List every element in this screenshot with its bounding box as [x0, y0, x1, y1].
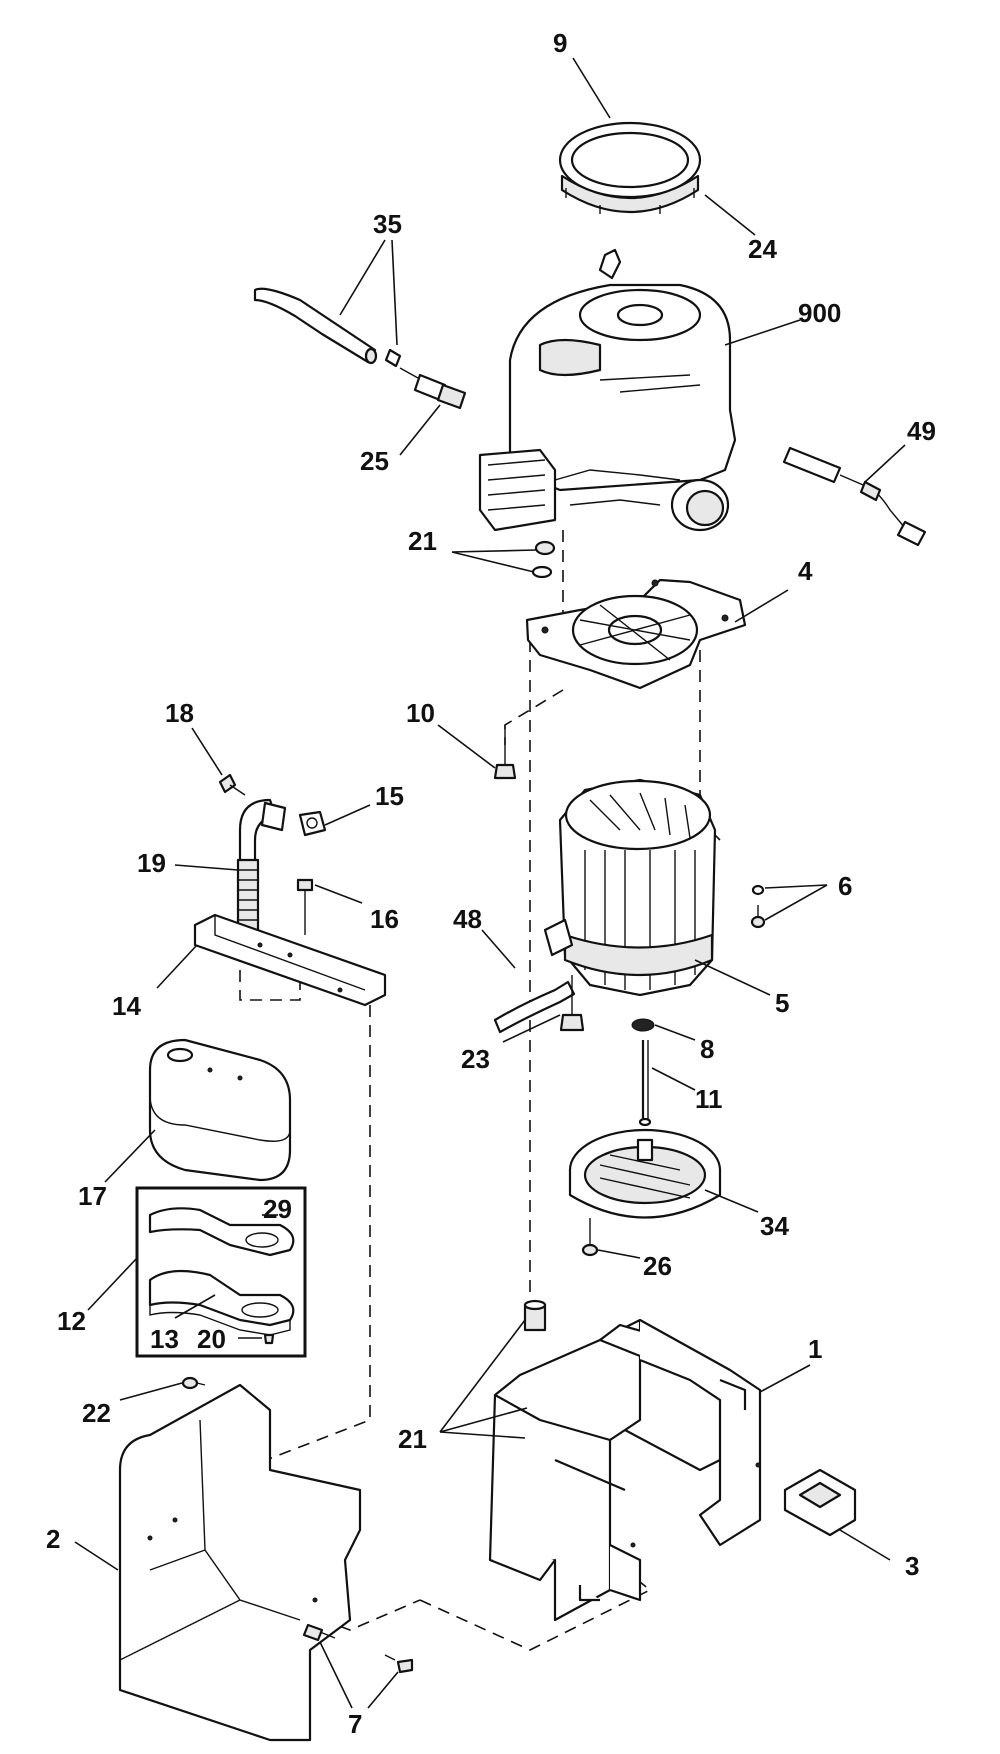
callout-20: 20: [197, 1324, 226, 1354]
callout-22: 22: [82, 1398, 111, 1428]
callout-labels: 9 24 35 900 25 49 21 4 18 10 15 19 16 6 …: [46, 28, 936, 1739]
part-21-upper-nuts: [531, 540, 556, 579]
callout-18: 18: [165, 698, 194, 728]
part-3-foot: [783, 1468, 857, 1537]
callout-35: 35: [373, 209, 402, 239]
callout-29: 29: [263, 1194, 292, 1224]
callout-24: 24: [748, 234, 777, 264]
callout-7: 7: [348, 1709, 362, 1739]
callout-21-lower: 21: [398, 1424, 427, 1454]
callout-49: 49: [907, 416, 936, 446]
part-11-through-bolt: [638, 1040, 652, 1127]
callout-3: 3: [905, 1551, 919, 1581]
part-4-adapter-plate: [525, 578, 747, 690]
callout-19: 19: [137, 848, 166, 878]
callout-15: 15: [375, 781, 404, 811]
part-9-filter-ring: [558, 121, 702, 214]
part-900-engine: [478, 248, 737, 532]
part-19-exhaust-pipe: [236, 798, 287, 942]
callout-48: 48: [453, 904, 482, 934]
callout-25: 25: [360, 446, 389, 476]
callout-16: 16: [370, 904, 399, 934]
part-17-muffler: [148, 1038, 292, 1182]
callout-12: 12: [57, 1306, 86, 1336]
part-18-bolt: [218, 773, 246, 796]
callout-5: 5: [775, 988, 789, 1018]
part-48-wire: [493, 980, 576, 1034]
callout-1: 1: [808, 1334, 822, 1364]
callout-26: 26: [643, 1251, 672, 1281]
callout-9: 9: [553, 28, 567, 58]
part-7-screws: [302, 1623, 414, 1674]
callout-6: 6: [838, 871, 852, 901]
part-12-gasket-kit: [135, 1186, 307, 1358]
part-8-washer: [631, 1018, 655, 1032]
callout-8: 8: [700, 1034, 714, 1064]
callout-13: 13: [150, 1324, 179, 1354]
callout-14: 14: [112, 991, 141, 1021]
part-26-screw: [581, 1218, 599, 1257]
callout-4: 4: [798, 556, 813, 586]
part-1-frame: [488, 1318, 762, 1622]
part-2-shroud: [118, 1383, 362, 1742]
callout-2: 2: [46, 1524, 60, 1554]
callout-10: 10: [406, 698, 435, 728]
part-15-gasket: [298, 810, 327, 837]
part-49-sensor: [782, 446, 927, 547]
callout-21-upper: 21: [408, 526, 437, 556]
part-6-screws: [750, 884, 766, 929]
leader-lines: [74, 57, 906, 1709]
part-10-bolt: [493, 725, 517, 780]
callout-11: 11: [695, 1084, 723, 1114]
part-14-bracket: [193, 913, 387, 1007]
part-25-fitting: [399, 367, 467, 410]
callout-23: 23: [461, 1044, 490, 1074]
part-34-end-cover: [568, 1128, 722, 1219]
callout-17: 17: [78, 1181, 107, 1211]
part-35-hose: [253, 287, 402, 368]
part-23-bolt: [559, 975, 585, 1032]
part-5-alternator: [543, 778, 717, 997]
part-16-bolt: [296, 878, 314, 935]
part-22-screw: [181, 1376, 206, 1390]
callout-900: 900: [798, 298, 841, 328]
callout-34: 34: [760, 1211, 789, 1241]
